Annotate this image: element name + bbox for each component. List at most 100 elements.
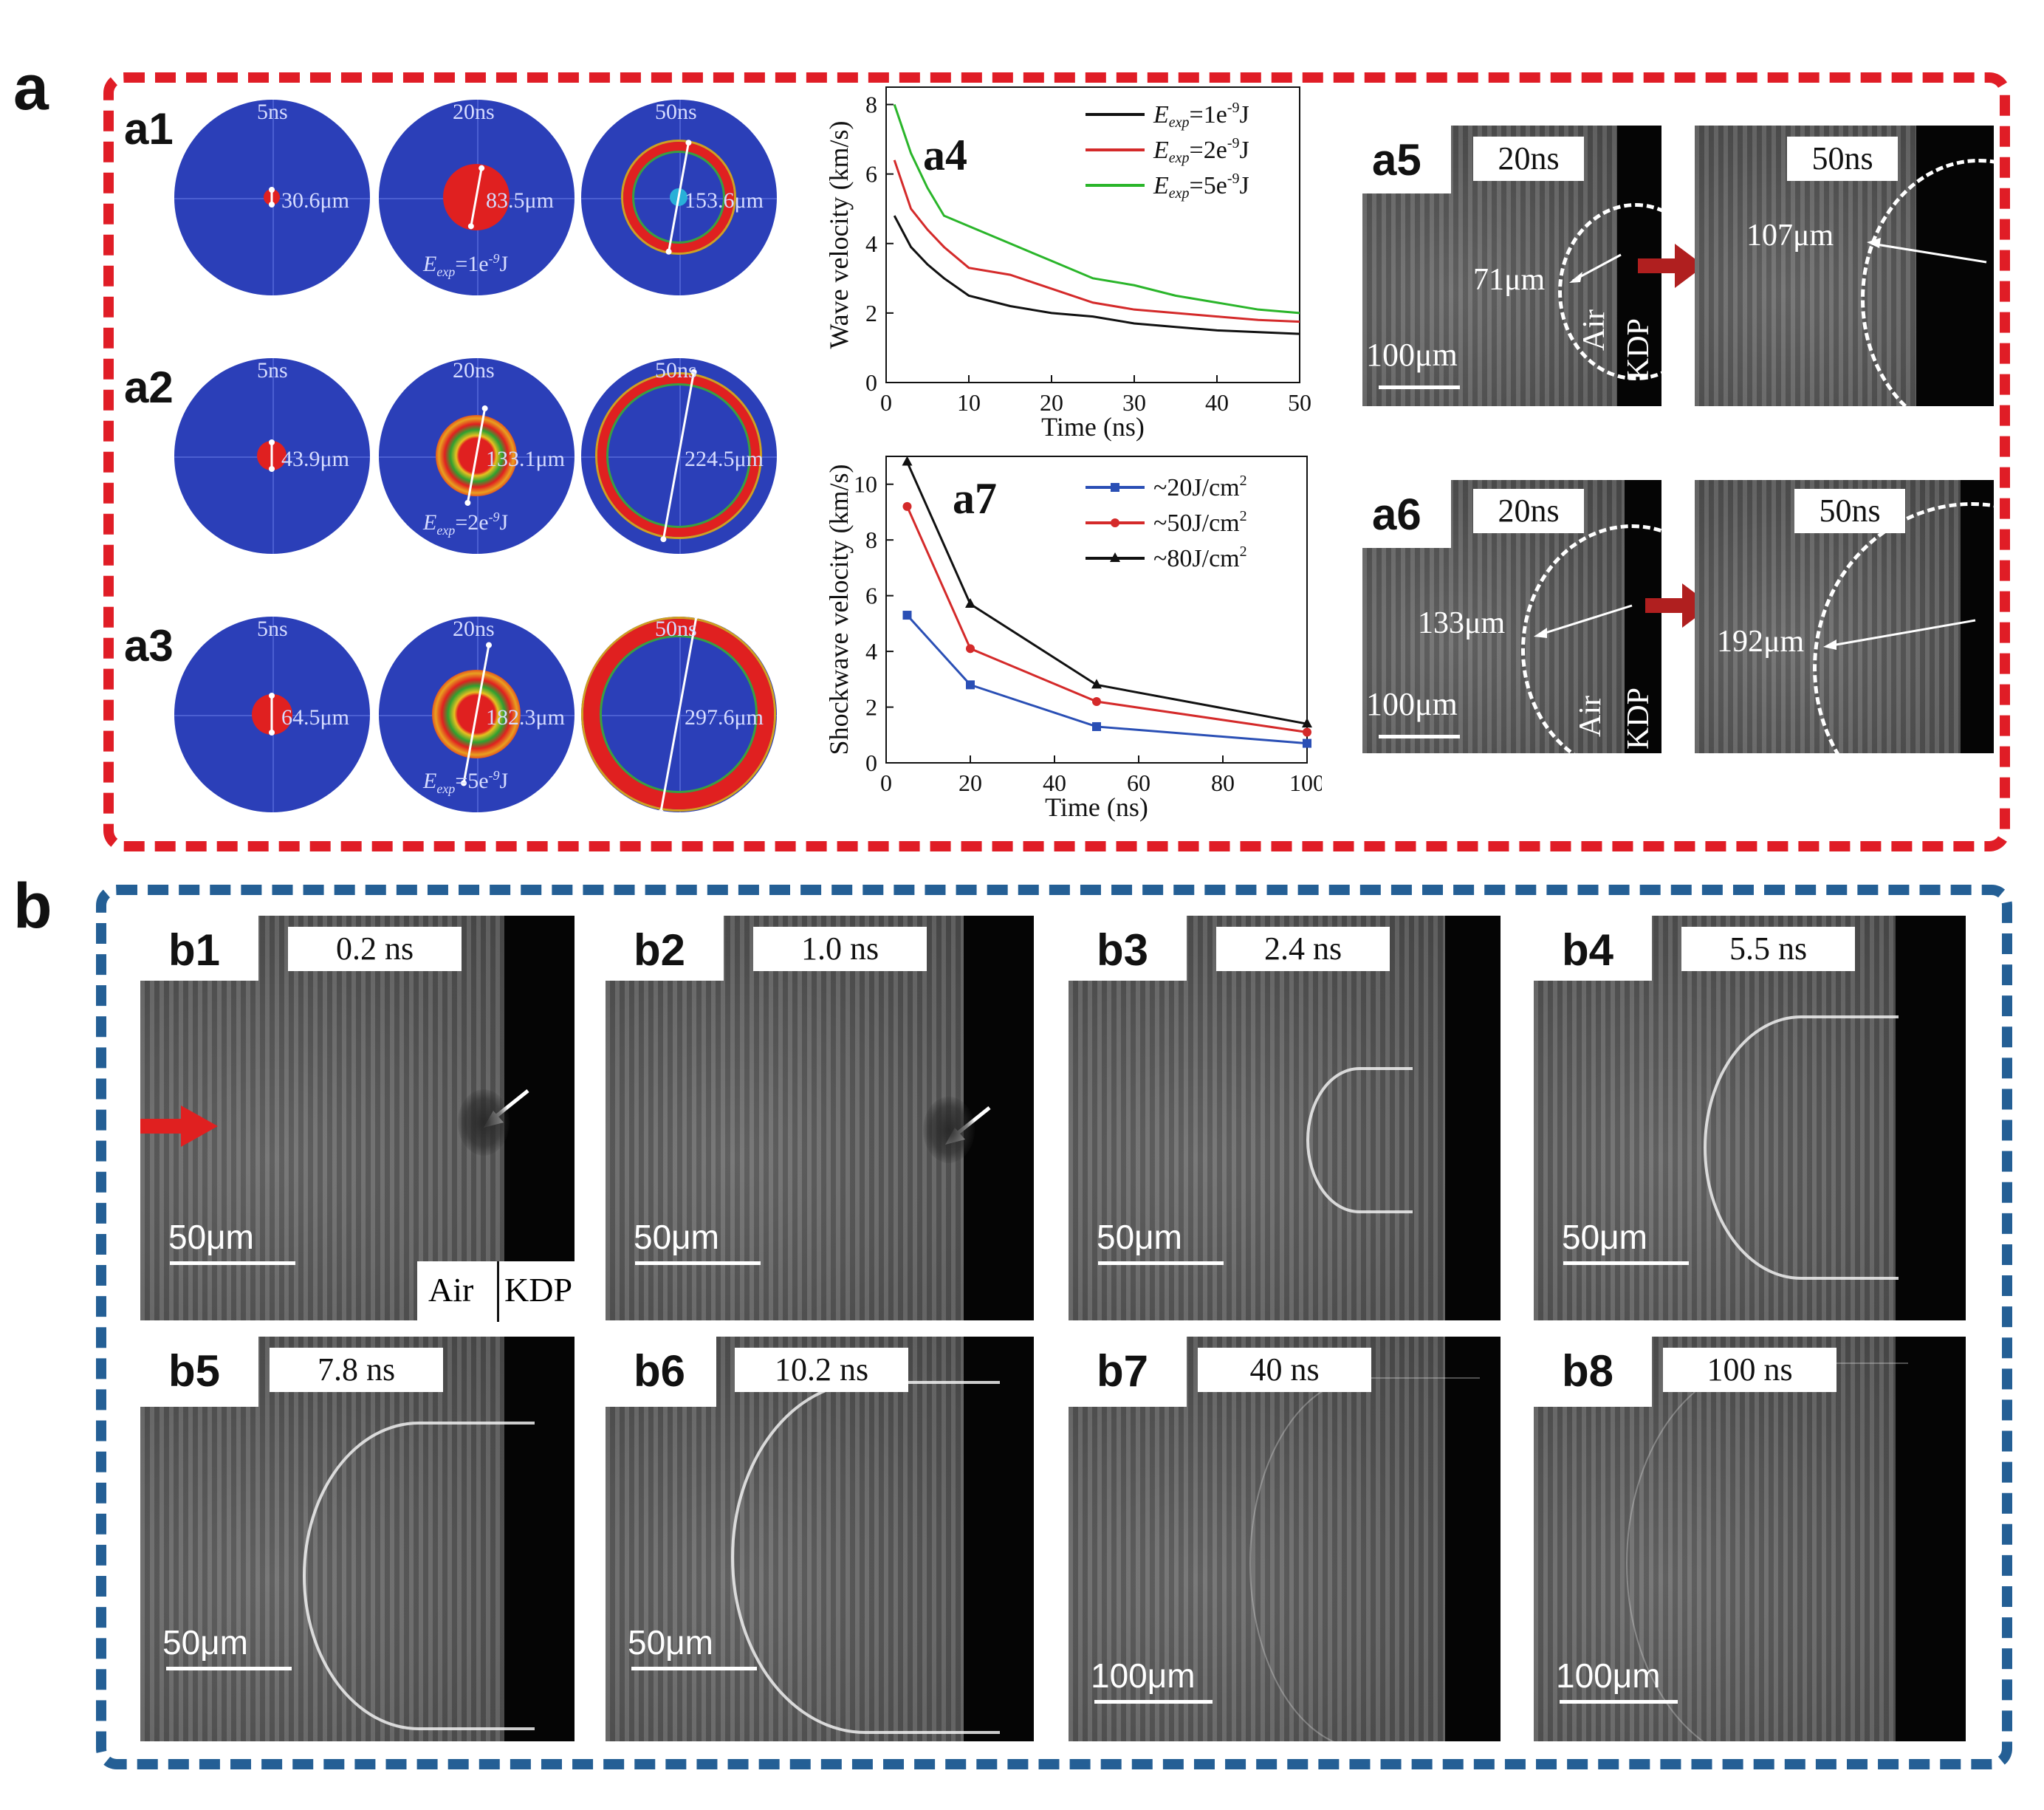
y-axis-label: Shockwave velocity (km/s)	[824, 465, 854, 755]
b-time-label: 7.8 ns	[270, 1348, 443, 1392]
a5-time-2: 50ns	[1787, 137, 1898, 181]
scalebar	[1098, 1261, 1224, 1265]
legend-entry: ~20J/cm2	[1153, 473, 1247, 501]
data-point	[966, 680, 975, 690]
energy-value: =2e	[455, 510, 489, 535]
a6-time-2: 50ns	[1794, 489, 1905, 533]
diameter-arrow	[464, 405, 488, 506]
sim-row-label: a1	[124, 104, 174, 154]
kdp-label: KDP	[504, 1271, 573, 1309]
scalebar	[1094, 1700, 1213, 1704]
sim-time-label: 50ns	[655, 617, 697, 641]
scalebar-label: 50μm	[1562, 1218, 1647, 1256]
b-time-label: 10.2 ns	[735, 1348, 908, 1392]
legend-marker	[1111, 483, 1119, 492]
sim-row-label: a3	[124, 621, 174, 671]
b-frame-label: b5	[168, 1346, 221, 1396]
b-time-label: 0.2 ns	[288, 927, 462, 971]
b-time-label: 1.0 ns	[753, 927, 927, 971]
sim-time-label: 20ns	[453, 358, 495, 383]
kdp-region	[1896, 916, 1966, 1320]
scalebar	[631, 1667, 757, 1670]
diameter-arrow	[660, 368, 697, 543]
b-frame-label: b4	[1562, 925, 1614, 975]
sim-row-label: a2	[124, 363, 174, 412]
sim-time-label: 5ns	[257, 100, 288, 124]
x-tick-label: 40	[1205, 389, 1229, 416]
a6-arrow-2	[1823, 619, 1976, 650]
scalebar	[1560, 1700, 1678, 1704]
diameter-arrow	[269, 693, 275, 736]
plot-frame	[885, 456, 1308, 764]
b-label-box	[606, 1337, 716, 1407]
series-line	[906, 506, 1308, 733]
x-tick-label: 0	[880, 769, 892, 796]
scalebar-label: 50μm	[168, 1218, 254, 1256]
scalebar	[170, 1261, 295, 1265]
x-tick-label: 50	[1288, 389, 1311, 416]
b-label-box	[1069, 1337, 1187, 1407]
a5-scalebar	[1379, 385, 1460, 389]
a5-arrow-1	[1569, 253, 1622, 283]
data-point	[1092, 721, 1101, 731]
sim-time-label: 50ns	[655, 358, 697, 383]
panel-b-frame	[96, 885, 2012, 1769]
series-line	[906, 614, 1308, 745]
x-tick-label: 20	[958, 769, 982, 796]
b-time-label: 100 ns	[1663, 1348, 1836, 1392]
y-axis-label: Wave velocity (km/s)	[824, 120, 854, 349]
y-tick-label: 0	[865, 369, 877, 396]
shock-front	[303, 1422, 535, 1730]
b-label-box	[1069, 916, 1187, 981]
legend-entry: Eexp=2e-9J	[1153, 135, 1249, 166]
scalebar	[635, 1261, 761, 1265]
a5-label-box	[1362, 126, 1451, 193]
shock-front	[1249, 1377, 1480, 1741]
legend-marker	[1111, 518, 1119, 527]
y-tick-label: 10	[854, 471, 877, 498]
x-tick-label: 0	[880, 389, 892, 416]
b-label-box	[140, 1337, 258, 1407]
a6-scalebar	[1379, 735, 1460, 738]
panel-a-frame	[103, 72, 2010, 851]
a6-arrow-1	[1534, 604, 1633, 638]
initial-plasma	[923, 1097, 975, 1163]
sim-size-label: 133.1μm	[486, 447, 565, 471]
energy-exponent: -9	[488, 510, 500, 524]
kdp-region	[504, 916, 575, 1320]
x-tick-label: 60	[1127, 769, 1150, 796]
data-point	[1303, 727, 1311, 737]
scalebar	[1563, 1261, 1689, 1265]
scalebar-label: 50μm	[1097, 1218, 1182, 1256]
y-tick-label: 8	[865, 92, 877, 118]
a6-d2: 192μm	[1717, 625, 1805, 659]
x-axis-label: Time (ns)	[1041, 412, 1145, 442]
data-point	[1091, 679, 1102, 689]
sim-size-label: 224.5μm	[685, 447, 764, 471]
scalebar	[166, 1667, 292, 1670]
energy-exponent: -9	[488, 768, 500, 783]
laser-direction-red-arrow-icon	[140, 1104, 222, 1152]
energy-symbol: E	[423, 510, 437, 535]
b-label-box	[606, 916, 724, 981]
energy-exponent: -9	[488, 251, 500, 266]
data-point	[966, 644, 975, 654]
sim-energy-label: Eexp=2e-9J	[423, 510, 508, 538]
sim-energy-label: Eexp=1e-9J	[423, 251, 508, 280]
energy-value: =1e	[455, 252, 489, 276]
fringe-pattern	[1069, 916, 1501, 1320]
legend-entry: ~50J/cm2	[1153, 508, 1247, 537]
b-frame-label: b3	[1097, 925, 1149, 975]
air-kdp-divider	[497, 1261, 499, 1322]
data-point	[902, 456, 913, 466]
energy-unit: J	[499, 510, 509, 535]
a6-d1: 133μm	[1418, 606, 1506, 640]
